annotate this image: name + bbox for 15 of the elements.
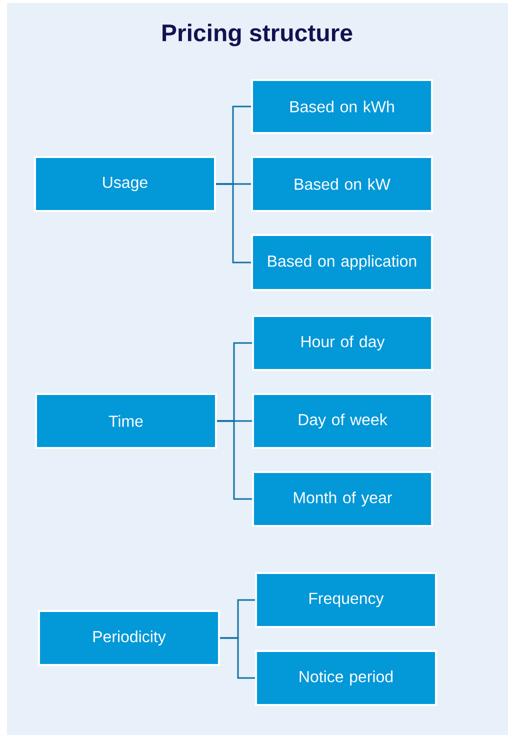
connector-line [217, 420, 252, 500]
category-box: Time [35, 393, 217, 449]
connector-line [216, 183, 251, 264]
connector-line [220, 637, 255, 679]
category-box: Notice period [255, 650, 437, 706]
category-box: Based on kW [251, 156, 433, 212]
category-box: Day of week [252, 393, 433, 449]
category-box: Frequency [255, 572, 437, 628]
title: Pricing structure [162, 24, 352, 46]
category-box: Based on application [251, 234, 433, 291]
category-box: Based on kWh [251, 79, 433, 134]
category-box: Periodicity [38, 610, 220, 666]
category-box: Hour of day [252, 315, 433, 371]
category-box: Month of year [252, 471, 433, 527]
category-box: Usage [34, 156, 216, 212]
